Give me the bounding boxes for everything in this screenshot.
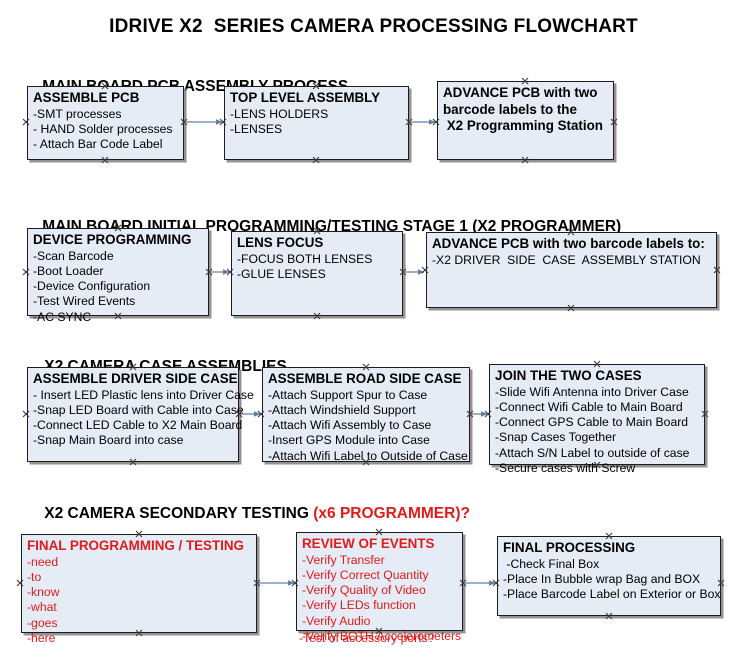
node-line: -Slide Wifi Antenna into Driver Case — [495, 384, 689, 399]
node-advance-pcb-to-driver-side-case-assembly-station[interactable]: ADVANCE PCB with two barcode labels to: … — [426, 232, 717, 308]
node-line: X2 Programming Station — [443, 118, 603, 133]
node-body: -X2 DRIVER SIDE CASE ASSEMBLY STATION — [432, 253, 712, 268]
node-title: JOIN THE TWO CASES — [495, 368, 642, 383]
node-line: -Verify LEDs function — [302, 598, 416, 613]
node-line: -Place In Bubble wrap Bag and BOX — [503, 571, 701, 586]
node-line: -Verify Quality of Video — [302, 583, 426, 598]
node-body: -Slide Wifi Antenna into Driver Case -Co… — [495, 385, 700, 477]
node-top-level-assembly[interactable]: TOP LEVEL ASSEMBLY -LENS HOLDERS -LENSES — [224, 86, 409, 160]
node-body: -SMT processes - HAND Solder processes -… — [33, 107, 179, 153]
node-title: TOP LEVEL ASSEMBLY — [230, 90, 381, 105]
section-heading-text: X2 CAMERA SECONDARY TESTING — [44, 505, 314, 522]
node-title: FINAL PROCESSING — [503, 540, 636, 555]
node-line: -LENSES — [230, 121, 283, 136]
node-body: -Check Final Box -Place In Bubble wrap B… — [503, 556, 721, 603]
node-title: FINAL PROGRAMMING / TESTING — [27, 538, 244, 553]
node-line: -to — [27, 569, 42, 584]
node-line: -Attach Wifi Label to Outside of Case — [268, 448, 468, 463]
node-advance-pcb-to-x2-programming-station[interactable]: ADVANCE PCB with two barcode labels to t… — [437, 81, 614, 160]
node-line: -X2 DRIVER SIDE CASE ASSEMBLY STATION — [432, 252, 701, 267]
node-review-of-events[interactable]: REVIEW OF EVENTS -Verify Transfer -Verif… — [296, 532, 463, 643]
node-assemble-driver-side-case[interactable]: ASSEMBLE DRIVER SIDE CASE - Insert LED P… — [27, 367, 254, 462]
node-line: - Attach Bar Code Label — [33, 137, 163, 152]
node-line: -Connect LED Cable to X2 Main Board — [33, 418, 243, 433]
node-title: DEVICE PROGRAMMING — [33, 232, 192, 247]
node-line: -Attach S/N Label to outside of case — [495, 445, 690, 460]
node-title: ADVANCE PCB with two barcode labels to: — [432, 236, 705, 251]
node-assemble-pcb[interactable]: ASSEMBLE PCB -SMT processes - HAND Solde… — [27, 86, 184, 160]
node-line: -know — [27, 585, 60, 600]
node-line: -SMT processes — [33, 106, 122, 121]
node-line: -Attach Support Spur to Case — [268, 387, 428, 402]
node-line: -Attach Wifi Assembly to Case — [268, 418, 432, 433]
node-line: -Check Final Box — [503, 556, 600, 571]
node-line: -here — [27, 630, 56, 645]
section-heading-accent: (x6 PROGRAMMER)? — [313, 505, 470, 522]
node-line: -Place Barcode Label on Exterior or Box — [503, 587, 721, 602]
node-line: -Verify Audio — [302, 613, 371, 628]
node-line: barcode labels to the — [443, 101, 577, 117]
node-line: -Test Wired Events — [33, 294, 136, 309]
node-line: -Secure cases with Screw — [495, 460, 636, 475]
node-assemble-road-side-case[interactable]: ASSEMBLE ROAD SIDE CASE -Attach Support … — [262, 367, 470, 464]
node-final-processing[interactable]: FINAL PROCESSING -Check Final Box -Place… — [497, 536, 721, 616]
node-review-of-events-overflow-line: -Test of accessory ports? — [299, 631, 435, 645]
node-body: -LENS HOLDERS -LENSES — [230, 107, 404, 138]
node-line: -Connect Wifi Cable to Main Board — [495, 399, 683, 414]
node-title: REVIEW OF EVENTS — [302, 536, 435, 551]
node-body: -Attach Support Spur to Case -Attach Win… — [268, 387, 468, 464]
node-body: -Scan Barcode -Boot Loader -Device Confi… — [33, 249, 204, 325]
page-title: IDRIVE X2 SERIES CAMERA PROCESSING FLOWC… — [109, 16, 638, 37]
node-line: -Attach Windshield Support — [268, 402, 416, 417]
node-line: -goes — [27, 615, 58, 630]
node-line: -Verify Transfer — [302, 552, 385, 567]
node-line: -LENS HOLDERS — [230, 106, 329, 121]
node-body: -need -to -know -what -goes -here — [27, 555, 252, 647]
node-title: ADVANCE PCB with two — [443, 85, 598, 100]
node-title: ASSEMBLE PCB — [33, 90, 140, 105]
node-line: -need — [27, 554, 59, 569]
node-title: ASSEMBLE ROAD SIDE CASE — [268, 371, 462, 386]
node-line: -FOCUS BOTH LENSES — [237, 251, 373, 266]
node-body: - Insert LED Plastic lens into Driver Ca… — [33, 387, 254, 449]
node-line: -AC SYNC — [33, 309, 92, 324]
node-line: -Insert GPS Module into Case — [268, 433, 430, 448]
node-line: -Device Configuration — [33, 279, 151, 294]
node-line: -Scan Barcode — [33, 248, 114, 263]
node-device-programming[interactable]: DEVICE PROGRAMMING -Scan Barcode -Boot L… — [27, 228, 209, 324]
node-line: -Connect GPS Cable to Main Board — [495, 415, 689, 430]
node-title: ASSEMBLE DRIVER SIDE CASE — [33, 371, 238, 386]
node-lens-focus[interactable]: LENS FOCUS -FOCUS BOTH LENSES -GLUE LENS… — [231, 231, 403, 316]
section-heading-x2-camera-secondary-testing: X2 CAMERA SECONDARY TESTING (x6 PROGRAMM… — [27, 487, 470, 541]
node-title: LENS FOCUS — [237, 235, 324, 250]
node-line: -Snap Main Board into case — [33, 433, 184, 448]
node-final-programming-testing[interactable]: FINAL PROGRAMMING / TESTING -need -to -k… — [21, 534, 257, 645]
node-line: - Insert LED Plastic lens into Driver Ca… — [33, 387, 254, 402]
node-body: barcode labels to the X2 Programming Sta… — [443, 102, 609, 134]
node-line: -Verify Correct Quantity — [302, 567, 429, 582]
node-join-the-two-cases[interactable]: JOIN THE TWO CASES -Slide Wifi Antenna i… — [489, 364, 705, 475]
node-line: -what — [27, 600, 57, 615]
node-line: -GLUE LENSES — [237, 266, 326, 281]
node-body: -FOCUS BOTH LENSES -GLUE LENSES — [237, 252, 398, 283]
node-line: -Boot Loader — [33, 263, 104, 278]
node-line: -Snap Cases Together — [495, 430, 617, 445]
node-line: -Snap LED Board with Cable into Case — [33, 402, 244, 417]
node-line: - HAND Solder processes — [33, 121, 173, 136]
